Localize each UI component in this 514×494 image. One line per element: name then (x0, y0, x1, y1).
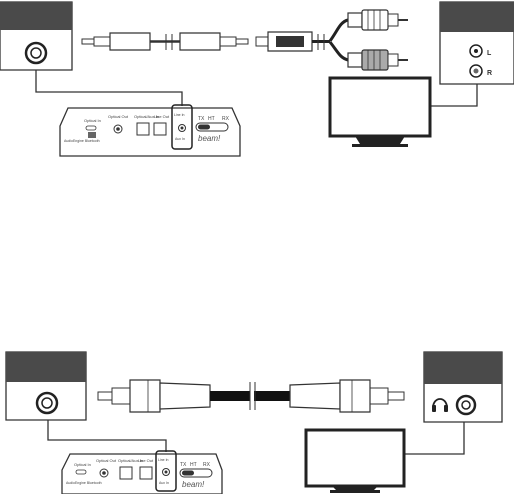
tv-icon-bottom (306, 430, 404, 493)
brand-text-bottom: beam! (182, 480, 205, 489)
rca-l-label: L (487, 50, 492, 57)
long-aux-cable (98, 380, 404, 412)
rca-cable-icon (256, 10, 408, 70)
headphone-receiver-bottom (424, 352, 502, 422)
port-label-0: Optical In (84, 118, 101, 123)
port-label-bottom-4: Line In (158, 458, 169, 462)
logo-text-bottom: AudioEngine Bluetooth (66, 481, 102, 485)
switch-ht: HT (208, 116, 215, 122)
source-device-top (0, 2, 72, 70)
switch-rx-bottom: RX (203, 462, 211, 468)
tv-icon (330, 78, 430, 147)
bottom-tv-line (404, 422, 464, 454)
beam-device-top: AudioEngine Bluetooth Optical In Optical… (60, 105, 240, 156)
logo-text: AudioEngine Bluetooth (64, 139, 100, 143)
rca-receiver-top: L R (440, 2, 514, 84)
rca-r-label: R (487, 70, 492, 77)
switch-rx: RX (222, 116, 230, 122)
switch-ht-bottom: HT (190, 462, 197, 468)
source-device-bottom (6, 352, 86, 420)
top-source-line (36, 70, 182, 106)
port-label-bottom-3: Line Out (138, 458, 154, 463)
port-label-1: Optical Out (108, 114, 129, 119)
beam-device-bottom: AudioEngine Bluetooth Optical In Optical… (62, 451, 222, 494)
brand-text: beam! (198, 134, 221, 143)
switch-tx-bottom: TX (180, 462, 187, 468)
port-label-bottom-0: Optical In (74, 462, 91, 467)
top-tv-line (430, 84, 477, 106)
port-label-3: Line Out (154, 114, 170, 119)
port-label-5: Aux In (175, 137, 185, 141)
switch-tx: TX (198, 116, 205, 122)
port-label-bottom-1: Optical Out (96, 458, 117, 463)
aux-cable-icon (82, 33, 248, 50)
port-label-bottom-5: Aux In (159, 481, 169, 485)
bottom-source-line (48, 420, 166, 452)
port-label-4: Line In (174, 113, 185, 117)
